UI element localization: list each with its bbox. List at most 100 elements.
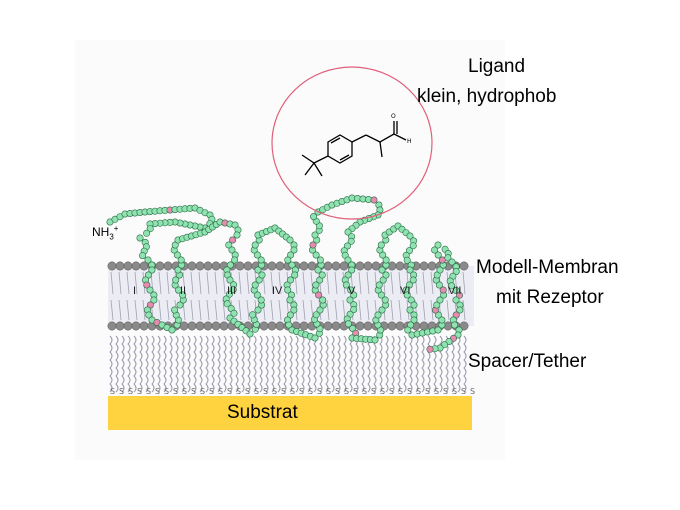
sulfur-anchor: S	[119, 387, 124, 396]
receptor-residue-bead	[257, 256, 265, 264]
receptor-residue-bead	[284, 286, 292, 294]
tether-chain	[217, 335, 221, 393]
lipid-head-top	[155, 261, 165, 271]
receptor-residue-bead	[258, 271, 266, 279]
lipid-head-top	[355, 261, 365, 271]
tether-chain	[319, 335, 323, 393]
spacer-label: Spacer/Tether	[468, 351, 587, 372]
tether-chain	[163, 335, 167, 393]
lipid-head-top	[243, 261, 253, 271]
lipid-head-top	[267, 261, 277, 271]
receptor-residue-bead	[179, 291, 187, 299]
lipid-tail	[110, 271, 114, 295]
sulfur-anchor: S	[263, 387, 268, 396]
receptor-residue-bead	[436, 266, 444, 274]
receptor-residue-bead	[378, 306, 386, 314]
tether-chain	[373, 335, 377, 393]
receptor-residue-bead	[409, 276, 417, 284]
receptor-residue-bead	[316, 256, 324, 264]
lipid-head-bottom	[323, 321, 333, 331]
lipid-tail	[398, 271, 402, 295]
tether-chain	[121, 335, 125, 393]
tether-chain	[433, 335, 437, 393]
receptor-residue-bead	[350, 305, 358, 313]
lipid-head-bottom	[267, 321, 277, 331]
receptor-residue-bead	[452, 286, 460, 294]
lipid-tail	[126, 299, 130, 321]
receptor-residue-bead	[290, 306, 298, 314]
tether-chain	[157, 335, 161, 393]
sulfur-anchor: S	[128, 387, 133, 396]
tether-chain	[241, 335, 245, 393]
lipid-tail	[278, 271, 282, 295]
lipid-tail	[126, 271, 130, 295]
tether-chain	[325, 335, 329, 393]
tether-chain	[175, 335, 179, 393]
sulfur-anchor: S	[380, 387, 385, 396]
sulfur-anchor: S	[137, 387, 142, 396]
receptor-residue-bead	[456, 306, 464, 314]
receptor-residue-bead	[374, 311, 382, 319]
receptor-residue-bead	[316, 306, 324, 314]
lipid-tail	[158, 299, 162, 321]
receptor-residue-bead	[312, 311, 320, 319]
lipid-tail	[166, 299, 170, 321]
lipid-head-top	[203, 261, 213, 271]
receptor-protein-chain	[106, 194, 464, 353]
lipid-head-bottom	[395, 321, 405, 331]
sulfur-anchor: S	[317, 387, 322, 396]
receptor-residue-bead	[226, 261, 234, 269]
receptor-residue-bead	[406, 232, 414, 240]
lipid-head-top	[107, 261, 117, 271]
lipid-tail	[462, 299, 466, 321]
receptor-residue-bead	[285, 321, 293, 329]
receptor-residue-bead	[254, 266, 262, 274]
receptor-residue-bead	[145, 311, 153, 319]
lipid-tail	[198, 271, 202, 295]
tether-chain	[289, 335, 293, 393]
lipid-tail	[110, 299, 114, 321]
receptor-residue-bead	[228, 246, 236, 254]
receptor-residue-bead	[311, 334, 319, 342]
tether-chain	[229, 335, 233, 393]
sulfur-anchor: S	[281, 387, 286, 396]
tether-chain	[277, 335, 281, 393]
lipid-head-bottom	[187, 321, 197, 331]
sulfur-anchor: S	[200, 387, 205, 396]
receptor-residue-bead	[257, 296, 265, 304]
sulfur-anchor: S	[326, 387, 331, 396]
lipid-head-top	[195, 261, 205, 271]
tether-chain	[355, 335, 359, 393]
sulfur-anchor: S	[272, 387, 277, 396]
lipid-tail	[270, 271, 274, 295]
receptor-residue-bead	[448, 258, 456, 266]
tether-chain	[247, 335, 251, 393]
lipid-tail	[190, 299, 194, 321]
receptor-residue-bead	[233, 231, 241, 239]
lipid-tail	[302, 271, 306, 295]
sulfur-anchor: S	[227, 387, 232, 396]
receptor-residue-bead	[223, 300, 231, 308]
lipid-head-top	[459, 261, 469, 271]
lipid-tail	[206, 271, 210, 295]
receptor-residue-bead	[310, 213, 318, 221]
lipid-head-bottom	[203, 321, 213, 331]
receptor-residue-bead	[314, 266, 322, 274]
receptor-residue-bead	[404, 326, 412, 334]
lipid-tail	[462, 271, 466, 295]
lipid-tail	[222, 299, 226, 321]
tether-chain	[385, 335, 389, 393]
receptor-residue-bead	[291, 271, 299, 279]
receptor-residue-bead	[409, 242, 417, 250]
receptor-residue-bead	[146, 286, 154, 294]
tether-chain	[307, 335, 311, 393]
lipid-head-top	[419, 261, 429, 271]
tether-chain	[127, 335, 131, 393]
lipid-head-bottom	[115, 321, 125, 331]
lipid-tail	[422, 299, 426, 321]
receptor-residue-bead	[406, 306, 414, 314]
sulfur-anchor: S	[425, 387, 430, 396]
receptor-residue-bead	[253, 291, 261, 299]
receptor-residue-bead	[229, 285, 237, 293]
